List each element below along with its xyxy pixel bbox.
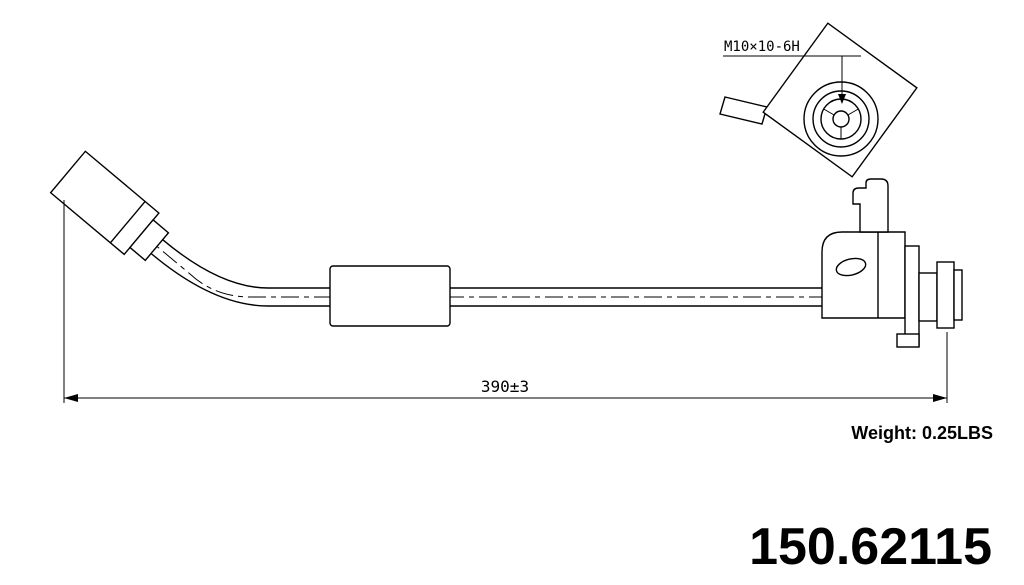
fitting-cap: [936, 261, 955, 329]
hose-sleeve: [329, 265, 451, 327]
detail-circle-mid: [812, 90, 870, 148]
fitting-cylinder: [918, 272, 938, 322]
length-dimension-label: 390±3: [481, 377, 529, 396]
detail-plate-shape: [762, 22, 918, 178]
left-fitting-collar: [128, 218, 170, 262]
weight-label: Weight: 0.25LBS: [851, 423, 993, 443]
detail-tab-shape: [719, 96, 768, 125]
bracket-body: [821, 231, 906, 319]
left-fitting-step-line: [109, 201, 146, 244]
thread-detail-view: M10×10-6H: [719, 22, 918, 178]
hose-assembly-drawing: [49, 150, 963, 348]
detail-circle-outer: [803, 81, 879, 157]
fitting-end: [953, 269, 963, 321]
detail-hub-spokes: [823, 108, 859, 139]
part-number: 150.62115: [749, 518, 992, 576]
left-fitting: [49, 150, 170, 262]
bracket-top-tab: [852, 178, 889, 233]
bracket-hole: [835, 257, 867, 277]
fitting-plate: [904, 245, 920, 347]
hose-centerline: [86, 187, 952, 298]
fitting-foot: [896, 333, 920, 348]
dimension-arrow-left: [64, 394, 78, 402]
dimension-390: 390±3: [63, 200, 948, 403]
thread-leader-arrow: [838, 94, 846, 104]
thread-spec-label: M10×10-6H: [724, 39, 800, 55]
hose-bottom-edge: [150, 252, 908, 307]
hose-top-edge: [162, 239, 908, 289]
dimension-arrow-right: [933, 394, 947, 402]
